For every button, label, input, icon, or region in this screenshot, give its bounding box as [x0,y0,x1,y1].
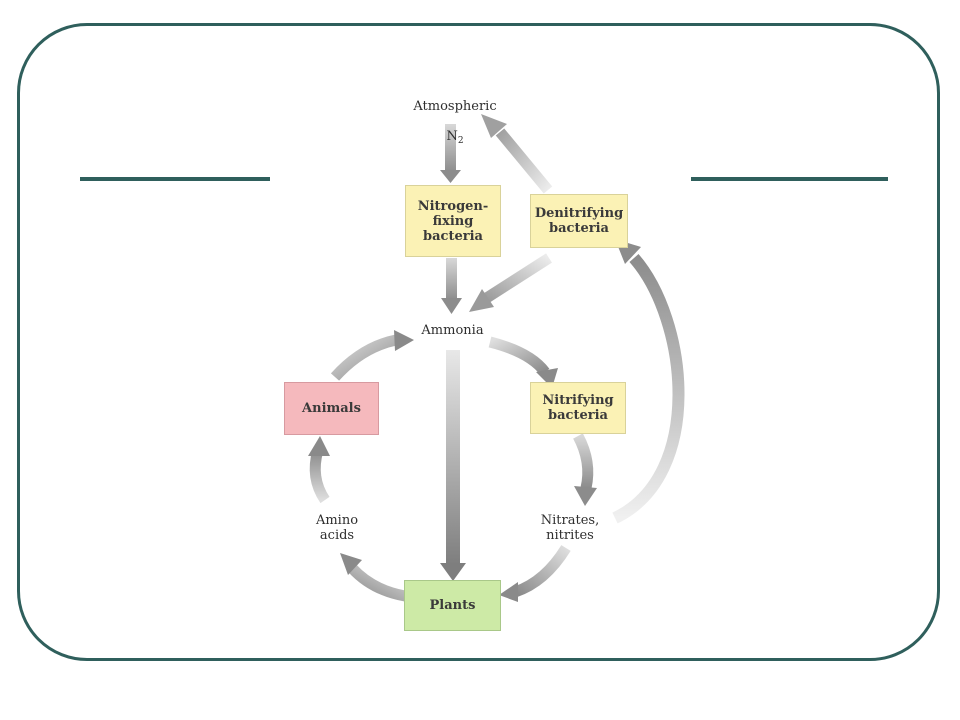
title-rule-left [80,177,270,181]
denitrifying-bacteria-box: Denitrifying bacteria [530,194,628,248]
ammonia-label: Ammonia [421,323,484,338]
slide-frame [17,23,940,661]
plants-box: Plants [404,580,501,631]
arrow-denitrifying-to-n2 [481,114,553,194]
arrow-nitrifying-to-nitrates [573,433,597,506]
title-rule-right [691,177,888,181]
arrow-nitrates-to-plants [499,545,571,602]
nitrates-nitrites-label: Nitrates, nitrites [540,513,600,543]
nitrifying-bacteria-box: Nitrifying bacteria [530,382,626,434]
arrow-animals-to-ammonia [330,330,414,381]
nitrogen-fixing-bacteria-box: Nitrogen- fixing bacteria [405,185,501,257]
n2-formula: N2 [446,129,464,146]
n2-symbol: N [446,129,458,144]
n2-subscript: 2 [457,136,464,146]
atmospheric-label: Atmospheric [413,99,497,114]
amino-acids-label: Amino acids [315,513,359,543]
arrow-denitrifying-to-ammonia [469,253,552,312]
animals-box: Animals [284,382,379,435]
arrow-plants-to-amino [340,553,407,602]
arrow-fixing-to-ammonia [441,258,462,314]
arrow-nitrates-to-denitrifying [612,239,685,524]
arrow-ammonia-to-plants [440,350,466,581]
arrow-amino-to-animals [308,436,330,504]
atmospheric-n2-label: Atmospheric N2 [395,84,515,149]
arrow-n2-to-fixing [440,124,461,183]
